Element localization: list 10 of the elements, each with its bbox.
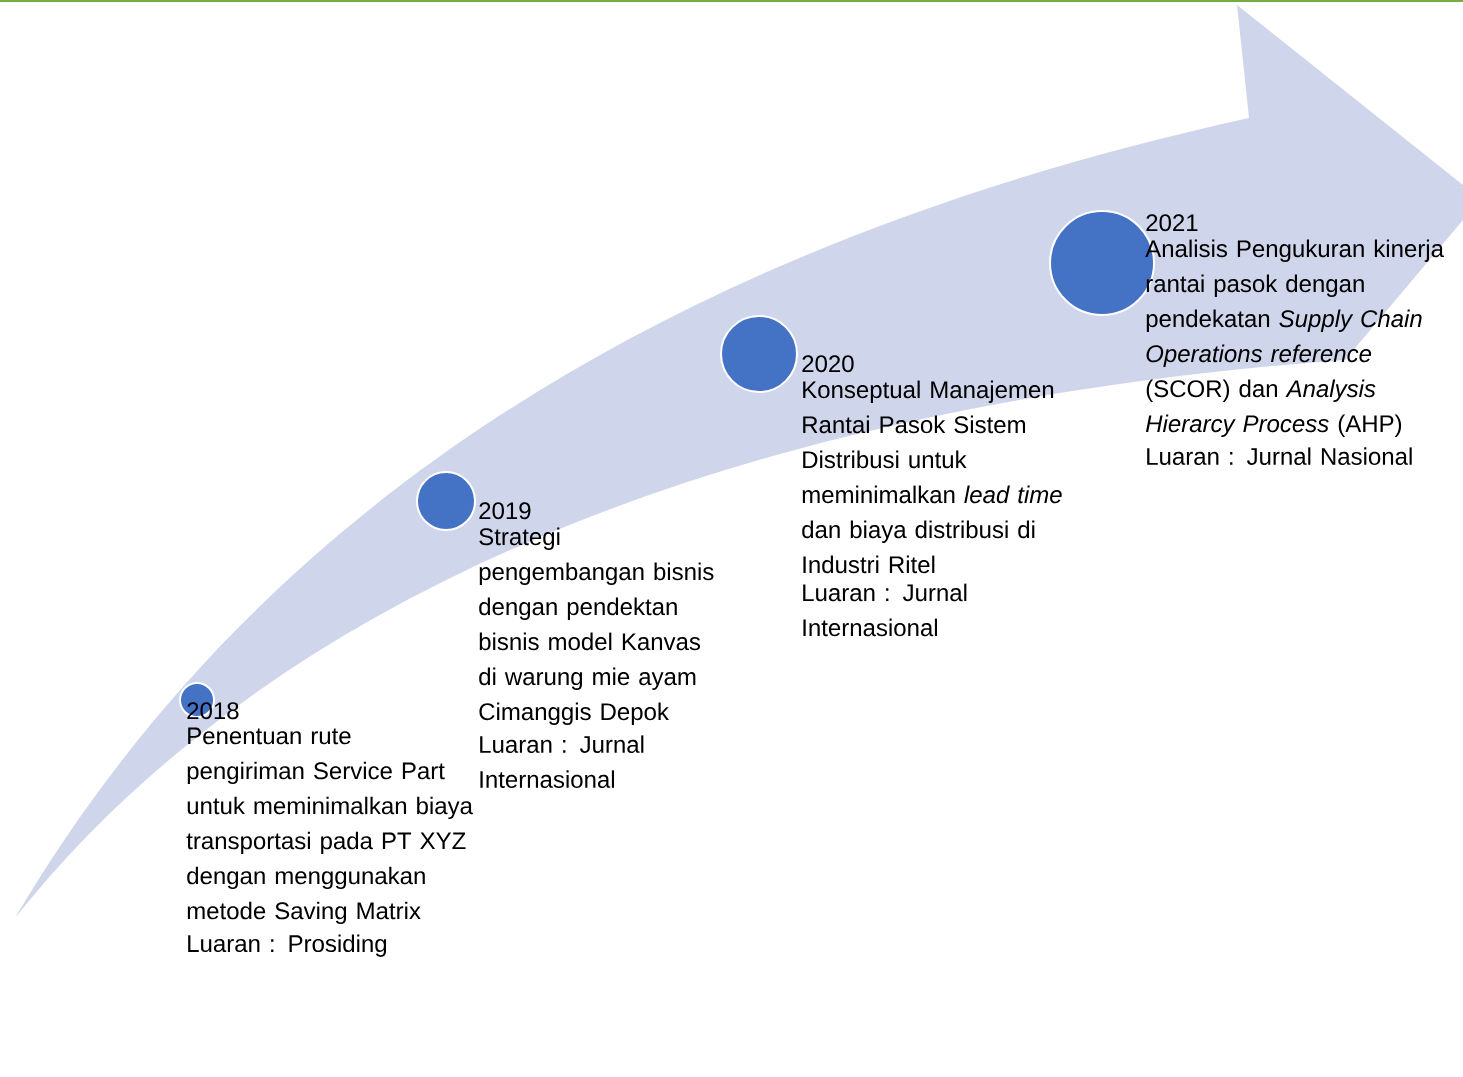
output-label: Luaran : Jurnal Internasional: [480, 735, 644, 788]
year-label: 2021: [1146, 214, 1198, 232]
year-label: 2020: [802, 355, 854, 373]
output-label: Luaran : Jurnal Internasional: [803, 583, 967, 637]
milestone-description: Penentuan rute pengiriman Service Part untuk meminimalkan biaya transportasi pada PT XYZ dengan menggunakan metode Saving Matrix: [186, 727, 473, 925]
output-label: Luaran : Jurnal Nasional: [1147, 447, 1412, 465]
output-label: Luaran : Prosiding: [188, 934, 387, 957]
milestone-description: Konseptual Manajemen Rantai Pasok Sistem Distribusi untuk meminimalkan lead time dan biaya distribusi di Industri Ritel: [802, 380, 1062, 574]
milestone-description: Strategi pengembangan bisnis dengan pendektan bisnis model Kanvas di warung mie ayam Cimanggis Depok: [479, 527, 714, 725]
year-label: 2019: [479, 502, 531, 520]
